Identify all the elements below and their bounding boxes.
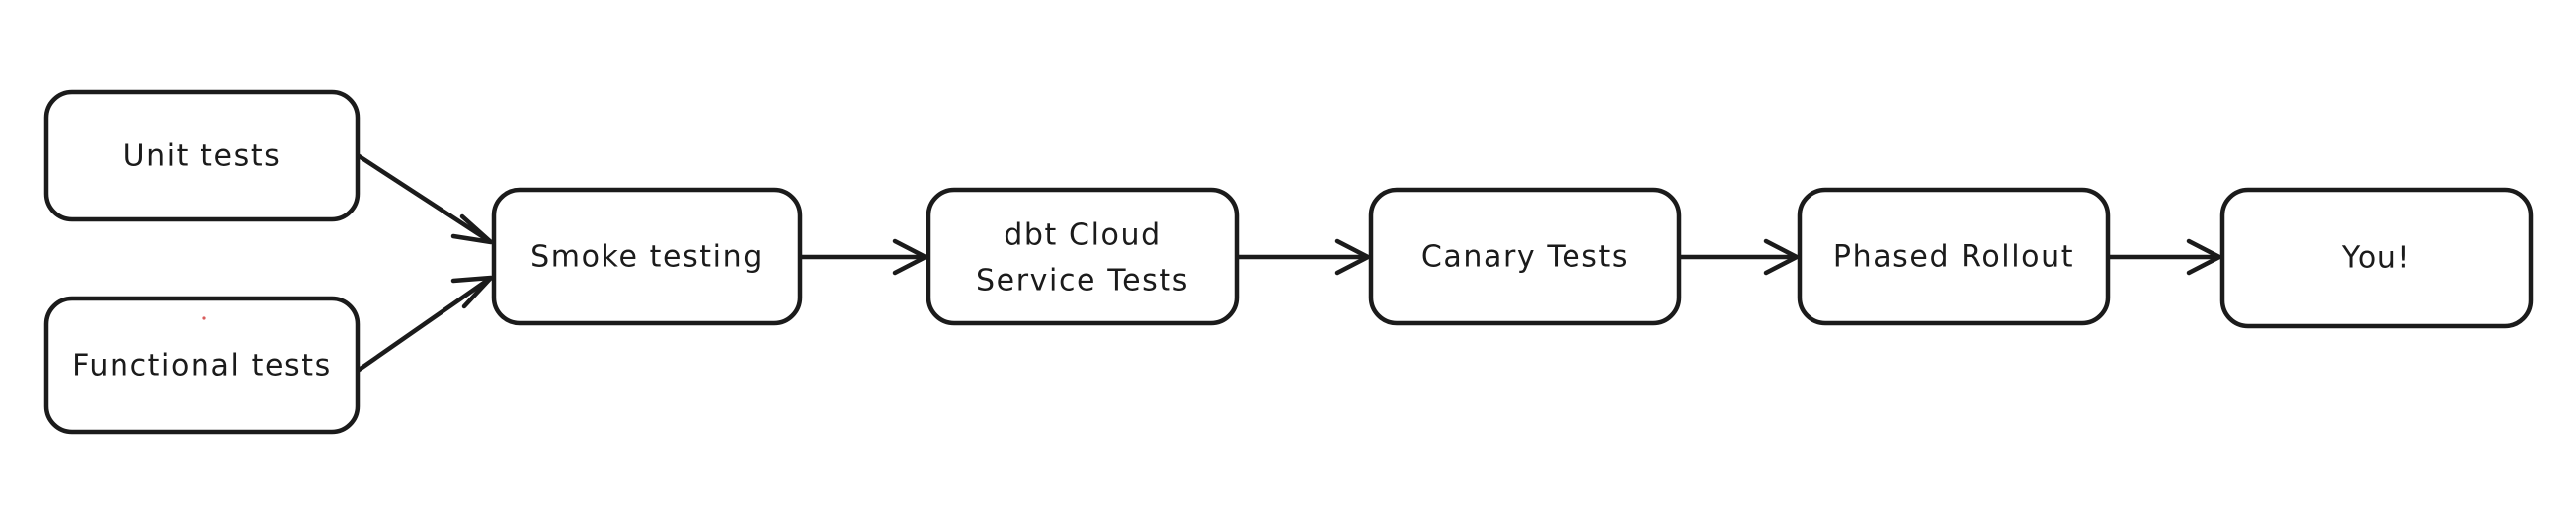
node-unit-tests[interactable]: Unit tests bbox=[43, 89, 361, 222]
edge-canary-to-phased-arrowhead bbox=[1763, 238, 1800, 276]
node-you[interactable]: You! bbox=[2219, 187, 2534, 329]
node-canary-tests-label: Canary Tests bbox=[1421, 240, 1629, 275]
node-you-shape[interactable] bbox=[2219, 187, 2534, 329]
edge-unit-tests-to-smoke-testing-line bbox=[356, 153, 493, 244]
edge-smoke-testing-to-dbt-cloud-service-tests bbox=[802, 238, 928, 276]
edge-functional-tests-to-smoke-testing-arrowhead bbox=[450, 275, 494, 309]
node-dbt-cloud-service-tests-label-line2: Service Tests bbox=[976, 264, 1189, 298]
edge-dbt-cloud-service-tests-to-canary-tests bbox=[1239, 238, 1371, 276]
node-dbt-cloud-service-tests-label-line1: dbt Cloud bbox=[1004, 218, 1161, 253]
edge-dbt-to-canary-arrowhead bbox=[1334, 238, 1371, 276]
node-functional-tests-shape[interactable] bbox=[43, 296, 361, 435]
edge-functional-tests-to-smoke-testing bbox=[356, 275, 494, 373]
edge-phased-to-you-arrowhead bbox=[2186, 238, 2222, 276]
edge-functional-tests-to-smoke-testing-line bbox=[356, 276, 493, 373]
node-smoke-testing[interactable]: Smoke testing bbox=[491, 187, 803, 326]
node-functional-tests-label: Functional tests bbox=[72, 349, 332, 383]
node-dbt-cloud-service-tests-shape[interactable] bbox=[926, 187, 1240, 326]
node-canary-tests[interactable]: Canary Tests bbox=[1368, 187, 1682, 326]
node-canary-tests-shape[interactable] bbox=[1368, 187, 1682, 326]
node-unit-tests-label: Unit tests bbox=[123, 139, 282, 174]
node-phased-rollout-label: Phased Rollout bbox=[1833, 240, 2074, 275]
node-smoke-testing-label: Smoke testing bbox=[530, 240, 764, 275]
node-phased-rollout-shape[interactable] bbox=[1797, 187, 2111, 326]
edge-unit-tests-to-smoke-testing bbox=[356, 153, 494, 245]
node-functional-tests[interactable]: Functional tests bbox=[43, 296, 361, 435]
node-phased-rollout[interactable]: Phased Rollout bbox=[1797, 187, 2111, 326]
edge-canary-tests-to-phased-rollout bbox=[1681, 238, 1800, 276]
node-you-label: You! bbox=[2341, 241, 2411, 276]
ink-speck bbox=[202, 316, 206, 320]
edge-smoke-testing-to-dbt-arrowhead bbox=[892, 238, 928, 276]
edge-phased-rollout-to-you bbox=[2110, 238, 2222, 276]
node-smoke-testing-shape[interactable] bbox=[491, 187, 803, 326]
node-dbt-cloud-service-tests[interactable]: dbt Cloud Service Tests bbox=[926, 187, 1240, 326]
edge-unit-tests-to-smoke-testing-arrowhead bbox=[450, 213, 494, 245]
